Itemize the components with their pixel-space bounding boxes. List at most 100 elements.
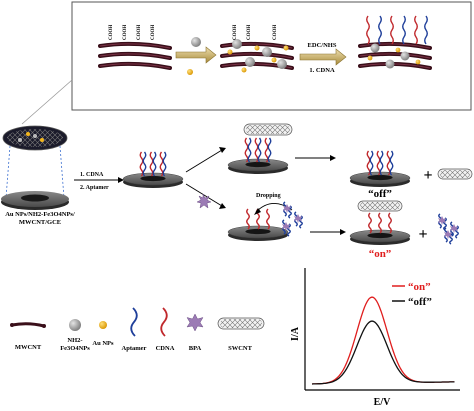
legend-cdna: CDNA [156,307,175,352]
step-aptamer-label: 2. Aptamer [80,185,109,191]
svg-text:Au NPs: Au NPs [92,340,114,347]
swcnt-tube-upper-a [243,123,293,136]
legend-swcnt: SWCNT [217,317,265,352]
dna-strand [378,15,382,45]
svg-text:Fe3O4NPs: Fe3O4NPs [60,345,90,352]
dna-strand [267,137,272,163]
off-label: “off” [368,188,392,200]
dropping-label: Dropping [256,193,281,199]
zoom-line [21,79,73,125]
legend-mwcnt: MWCNT [10,322,46,351]
legend-off-label: “off” [408,296,432,308]
legend-bpa: BPA [186,313,204,352]
branch-arrow-upper [185,149,223,173]
svg-text:NH2-: NH2- [67,337,82,344]
dna-strand [264,137,269,163]
y-axis-label: I/A [290,326,301,341]
dna-strand [139,151,144,177]
dna-strand [254,137,259,163]
legend-aptamer: Aptamer [122,307,147,352]
bpa-molecule [196,193,212,209]
series-off-curve [311,320,455,385]
dna-strand [366,15,370,45]
svg-text:BPA: BPA [189,345,202,352]
legend-au-nps: Au NPs [92,321,114,347]
inset-arrow-1 [175,46,217,64]
electrode-on [349,200,411,245]
dna-strand [376,150,381,176]
cooh-labels: COOH COOH COOH COOH COOH COOH COOH [109,25,278,40]
svg-text:MWCNT: MWCNT [15,344,42,351]
dna-strand [455,225,459,239]
dna-strand [368,212,372,234]
inset-step-edc: EDC/NHS [308,42,337,49]
dna-strand [257,137,262,163]
dna-strand [414,15,418,45]
dna-strand [159,151,164,177]
plus-lower: + [418,226,427,243]
inset-mwcnt-bundle [98,41,172,70]
dna-strand [386,150,391,176]
electrode-lower-cdna [227,208,289,241]
dna-strand [379,150,384,176]
aptamer-bpa-complex-released [438,213,459,245]
inset-modified-bundle [220,39,294,73]
dna-strand [449,231,453,245]
on-label: “on” [369,248,392,260]
electrode-label-line1: Au NPs/NH2-Fe3O4NPs/ [5,211,75,218]
dna-strand [366,150,371,176]
dna-strand [443,217,447,231]
legend-on-label: “on” [408,281,431,293]
x-axis-label: E/V [374,397,391,408]
dna-strand [244,137,249,163]
dna-strand [299,215,303,229]
cooh-label: COOH [137,25,142,40]
dna-strand [149,151,154,177]
swcnt-tube-upper-b [437,168,473,180]
cooh-label: COOH [233,25,238,40]
dna-strand [288,205,292,219]
cooh-label: COOH [151,25,156,40]
electrode-with-duplex [122,151,184,188]
aptamer-bpa-complex-lower [282,201,303,237]
plus-upper: + [423,167,432,184]
step-cdna-label: 1. CDNA [80,172,104,178]
legend-nh2-fe3o4: NH2- Fe3O4NPs [60,319,90,352]
dna-strand [266,208,270,230]
inset-functionalized-bundle [358,15,432,70]
cooh-label: COOH [123,25,128,40]
inset-step-cdna: 1. CDNA [309,67,335,74]
cooh-label: COOH [273,25,278,40]
series-on-curve [311,296,455,385]
dna-strand [152,151,157,177]
svg-text:Aptamer: Aptamer [122,345,147,352]
dpv-chart: I/A E/V “on” “off” [290,268,460,408]
svg-text:SWCNT: SWCNT [228,345,253,352]
dna-strand [287,223,291,237]
electrode-label-line2: MWCNT/GCE [19,219,61,226]
dna-strand [142,151,147,177]
dna-strand [378,212,382,234]
dna-strand [402,15,406,45]
electrode-off [349,150,411,187]
electrode-upper-duplex [227,137,289,174]
cooh-label: COOH [247,25,252,40]
dna-strand [246,208,250,230]
dna-strand [389,150,394,176]
dna-strand [388,212,392,234]
svg-text:CDNA: CDNA [156,345,175,352]
dna-strand [162,151,167,177]
dna-strand [390,15,394,45]
inset-nh2-fe3o4-particle [191,37,201,47]
gce-electrode [1,125,69,210]
cooh-label: COOH [109,25,114,40]
dna-strand [424,15,428,45]
inset-arrow-2 [299,48,347,66]
inset-au-particle [187,69,193,75]
branch-arrow-lower [185,183,223,207]
dna-strand [247,137,252,163]
legend: MWCNT NH2- Fe3O4NPs Au NPs Aptamer CDNA … [10,307,265,352]
chart-legend: “on” “off” [392,281,432,308]
